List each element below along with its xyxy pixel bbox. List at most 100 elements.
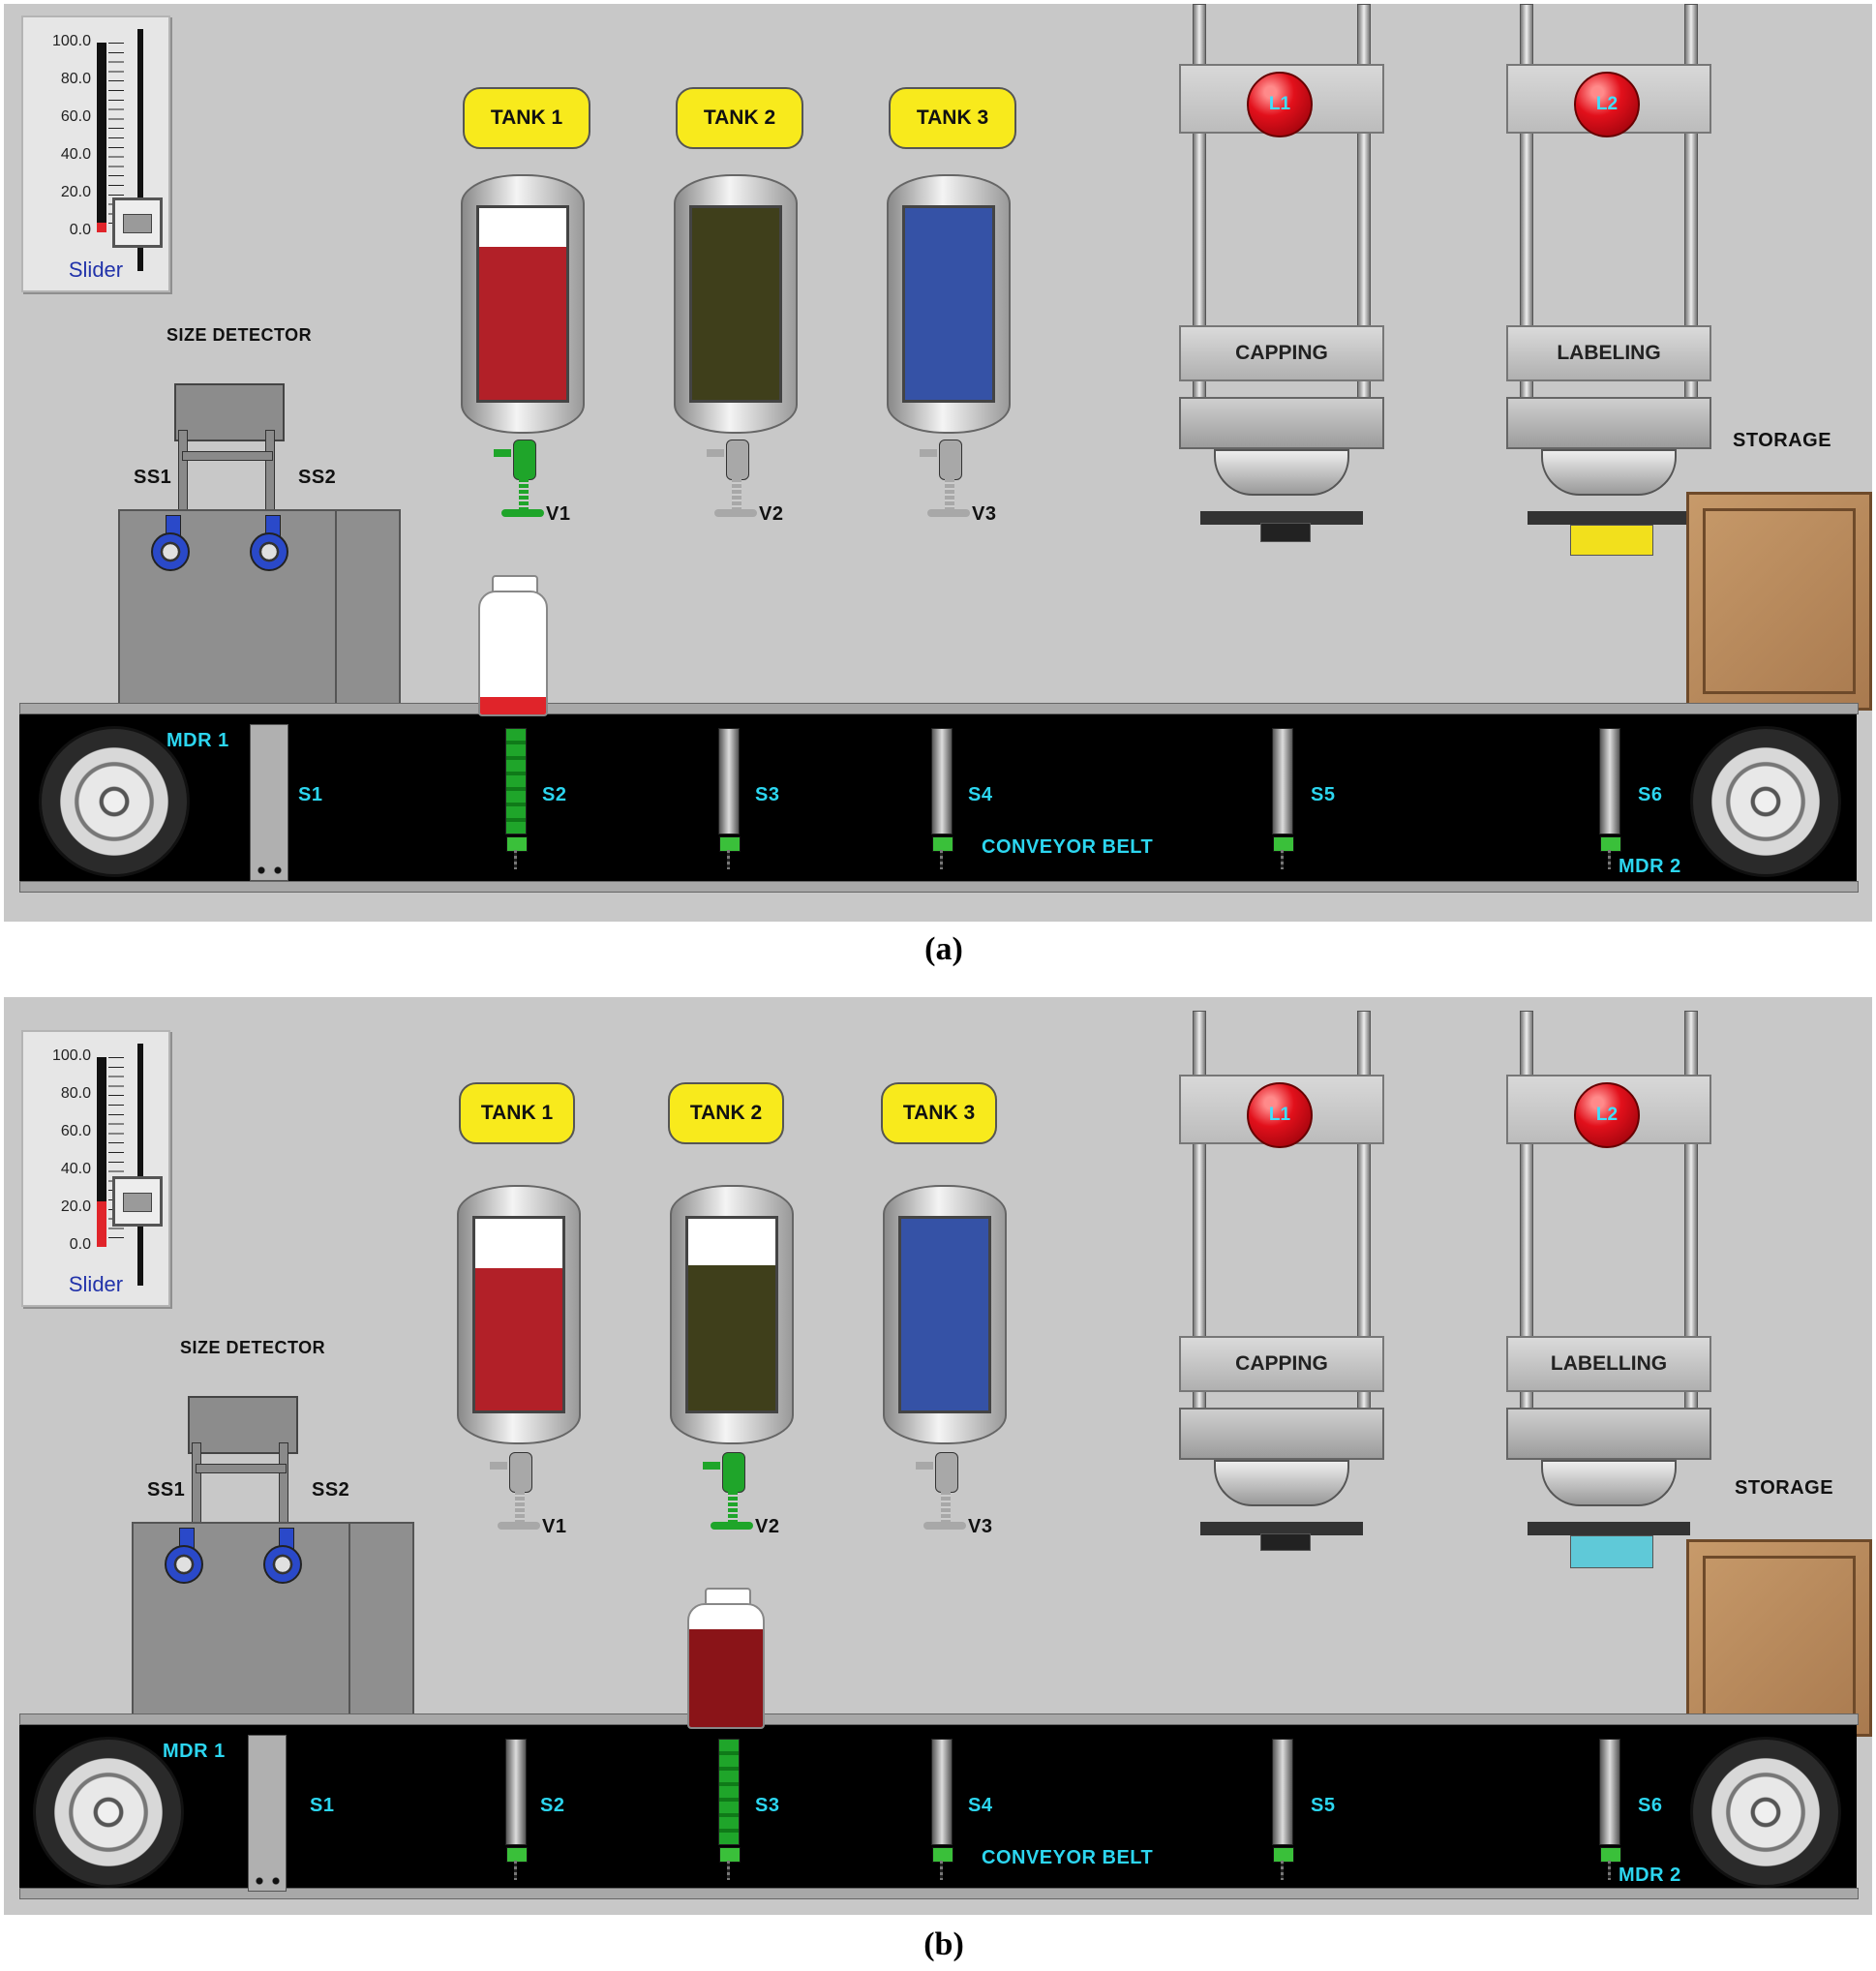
s5-sensor: [1272, 728, 1294, 869]
valve-v3-icon[interactable]: [916, 1452, 966, 1530]
valve-v3-label: V3: [972, 503, 997, 525]
ss2-sensor-icon: [263, 1545, 302, 1584]
s3-label: S3: [755, 1795, 780, 1816]
tank-2-liquid: [688, 1264, 775, 1410]
valve-v2-icon[interactable]: [707, 440, 757, 517]
valve-v2-label: V2: [755, 1516, 780, 1537]
valve-v1-label: V1: [542, 1516, 567, 1537]
capping-indicator: [1260, 1533, 1311, 1551]
caption-b: (b): [923, 1926, 964, 1962]
conveyor-bottom-rail: [19, 881, 1859, 893]
tank-2-label: TANK 2: [668, 1082, 784, 1144]
valve-v1-icon[interactable]: [494, 440, 544, 517]
valve-v3-label: V3: [968, 1516, 993, 1537]
s4-label: S4: [968, 784, 993, 805]
tank-3-window: [898, 1216, 991, 1413]
slider-track[interactable]: [137, 1044, 143, 1286]
size-detector-title: SIZE DETECTOR: [180, 1338, 326, 1357]
slider-tick: 40.0: [60, 146, 91, 163]
capping-label: CAPPING: [1179, 325, 1384, 381]
s5-label: S5: [1311, 784, 1336, 805]
valve-v2-icon[interactable]: [703, 1452, 753, 1530]
slider-widget[interactable]: 100.0 80.0 60.0 40.0 20.0 0.0 Slider: [21, 15, 170, 292]
labeling-indicator: [1570, 1535, 1653, 1568]
size-detector-crossbar: [182, 451, 273, 461]
mdr2-wheel-icon: [1690, 726, 1841, 877]
mdr2-label: MDR 2: [1619, 1865, 1681, 1886]
slider-track[interactable]: [137, 29, 143, 271]
storage-label: STORAGE: [1733, 430, 1832, 451]
valve-v2-label: V2: [759, 503, 784, 525]
size-detector-crossbar: [196, 1464, 287, 1473]
ss1-sensor-icon: [151, 532, 190, 571]
s4-label: S4: [968, 1795, 993, 1816]
tank-2-label: TANK 2: [676, 87, 803, 149]
slider-tick: 100.0: [51, 33, 91, 49]
tank-1-label: TANK 1: [463, 87, 590, 149]
valve-v3-icon[interactable]: [920, 440, 970, 517]
tank-3-label: TANK 3: [889, 87, 1016, 149]
hmi-panel-b: 100.0 80.0 60.0 40.0 20.0 0.0 Slider SIZ…: [4, 997, 1872, 1915]
mdr1-label: MDR 1: [163, 1741, 226, 1762]
s2-label: S2: [540, 1795, 565, 1816]
valve-v1-label: V1: [546, 503, 571, 525]
ss2-label: SS2: [312, 1479, 350, 1501]
tank-1-liquid: [479, 246, 566, 400]
tank-3-liquid: [905, 208, 992, 400]
slider-widget[interactable]: 100.0 80.0 60.0 40.0 20.0 0.0 Slider: [21, 1030, 170, 1307]
lamp-l1-icon: L1: [1247, 72, 1313, 137]
s2-sensor: [505, 728, 528, 869]
s1-label: S1: [298, 784, 323, 805]
ss2-label: SS2: [298, 467, 337, 488]
bottle: [687, 1588, 765, 1731]
tank-1-liquid: [475, 1268, 562, 1410]
s1-label: S1: [310, 1795, 335, 1816]
valve-v1-icon[interactable]: [490, 1452, 540, 1530]
ss1-sensor-icon: [165, 1545, 203, 1584]
s3-sensor: [718, 1739, 741, 1880]
lamp-l2-icon: L2: [1574, 72, 1640, 137]
conveyor-top-rail: [19, 703, 1859, 714]
slider-tick: 40.0: [60, 1161, 91, 1177]
slider-tick: 80.0: [60, 1085, 91, 1102]
tank-3-label: TANK 3: [881, 1082, 997, 1144]
slider-level-bar: [97, 1057, 106, 1247]
slider-tick: 20.0: [60, 184, 91, 200]
ss1-label: SS1: [134, 467, 172, 488]
s6-label: S6: [1638, 1795, 1663, 1816]
tank-3-liquid: [901, 1219, 988, 1410]
s3-label: S3: [755, 784, 780, 805]
bottle-liquid: [689, 1629, 763, 1727]
slider-tick: 0.0: [69, 222, 91, 238]
tank-2: [674, 174, 798, 434]
mdr1-wheel-icon: [39, 726, 190, 877]
slider-tick: 60.0: [60, 108, 91, 125]
conveyor-bottom-rail: [19, 1888, 1859, 1899]
tank-2: [670, 1185, 794, 1444]
slider-level-fill: [97, 223, 106, 232]
tank-2-window: [689, 205, 782, 403]
mdr1-label: MDR 1: [166, 730, 229, 751]
tank-1: [457, 1185, 581, 1444]
tank-2-liquid: [692, 208, 779, 400]
size-detector-title: SIZE DETECTOR: [166, 325, 313, 345]
slider-level-fill: [97, 1200, 106, 1247]
lamp-l2-icon: L2: [1574, 1082, 1640, 1148]
slider-level-bar: [97, 43, 106, 232]
storage-crate: [1686, 1539, 1872, 1737]
slider-scale: [108, 43, 124, 232]
labeling-indicator: [1570, 525, 1653, 556]
slider-thumb[interactable]: [112, 197, 163, 249]
ss2-sensor-icon: [250, 532, 288, 571]
tank-3: [887, 174, 1011, 434]
mdr2-wheel-icon: [1690, 1737, 1841, 1888]
hmi-panel-a: 100.0 80.0 60.0 40.0 20.0 0.0 Slider SIZ…: [4, 4, 1872, 922]
slider-tick: 20.0: [60, 1198, 91, 1215]
s1-sensor: [250, 724, 288, 881]
mdr2-label: MDR 2: [1619, 856, 1681, 877]
tank-1: [461, 174, 585, 434]
slider-thumb[interactable]: [112, 1175, 163, 1227]
ss1-label: SS1: [147, 1479, 186, 1501]
conveyor-label: CONVEYOR BELT: [982, 836, 1154, 858]
s4-sensor: [931, 1739, 953, 1880]
